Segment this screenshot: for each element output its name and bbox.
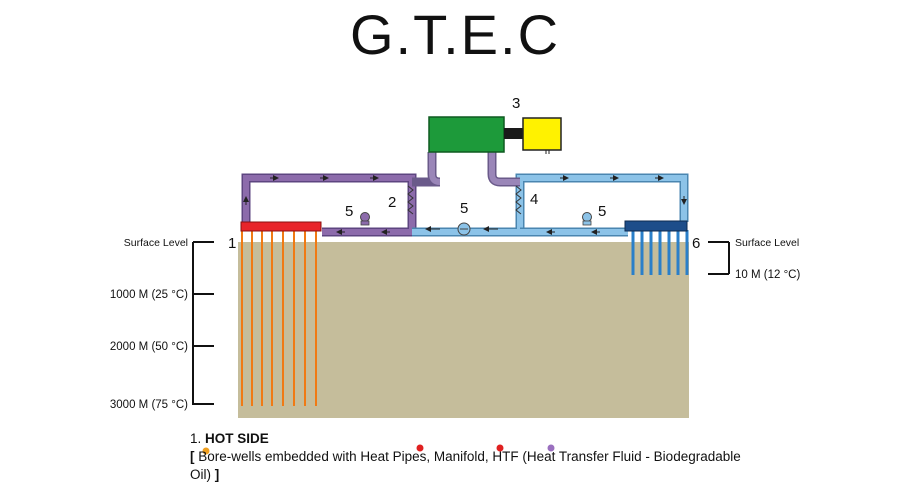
caption-text: Bore-wells embedded with Heat Pipes, Man… — [190, 449, 741, 482]
caption-heading: HOT SIDE — [205, 431, 269, 446]
label-3: 3 — [512, 95, 520, 112]
hot-manifold — [240, 221, 322, 232]
coupling-shaft — [504, 128, 524, 139]
flow-arrows — [243, 175, 687, 235]
pump-hot — [360, 212, 370, 226]
caption-body: [ Bore-wells embedded with Heat Pipes, M… — [190, 448, 750, 484]
caption-heading-line: 1. HOT SIDE — [190, 430, 750, 448]
depth-1000-label: 1000 M (25 °C) — [110, 289, 188, 301]
right-surface-label: Surface Level — [735, 237, 799, 249]
label-5-hot: 5 — [345, 203, 353, 220]
heat-exchanger-coil-4 — [515, 185, 522, 215]
marker-dot-red-1 — [416, 444, 424, 452]
turbine — [428, 116, 505, 153]
pump-center — [457, 222, 471, 236]
caption-close-bracket: ] — [214, 467, 220, 482]
depth-3000-label: 3000 M (75 °C) — [110, 399, 188, 411]
left-surface-label: Surface Level — [124, 237, 188, 249]
label-2: 2 — [388, 194, 396, 211]
ground — [238, 242, 689, 418]
generator — [522, 117, 562, 151]
depth-2000-label: 2000 M (50 °C) — [110, 341, 188, 353]
marker-dot-orange — [202, 447, 210, 455]
diagram-title: G.T.E.C — [349, 3, 561, 66]
right-depth-scale — [708, 241, 730, 275]
label-4: 4 — [530, 191, 538, 208]
label-5-cold: 5 — [598, 203, 606, 220]
caption: 1. HOT SIDE [ Bore-wells embedded with H… — [190, 430, 750, 484]
caption-number: 1. — [190, 431, 202, 446]
heat-exchanger-coil-2 — [407, 185, 414, 215]
marker-dot-red-2 — [496, 444, 504, 452]
pump-cold — [582, 212, 592, 226]
label-6: 6 — [692, 235, 700, 252]
cold-loop — [412, 152, 689, 237]
cold-manifold — [624, 220, 688, 232]
label-1: 1 — [228, 235, 236, 252]
left-depth-scale — [192, 241, 214, 405]
label-5-center: 5 — [460, 200, 468, 217]
hot-bore-wells — [241, 230, 317, 406]
cold-bore-wells — [631, 230, 689, 275]
marker-dot-purple — [547, 444, 555, 452]
caption-open-bracket: [ — [190, 449, 195, 464]
depth-10-label: 10 M (12 °C) — [735, 269, 800, 281]
